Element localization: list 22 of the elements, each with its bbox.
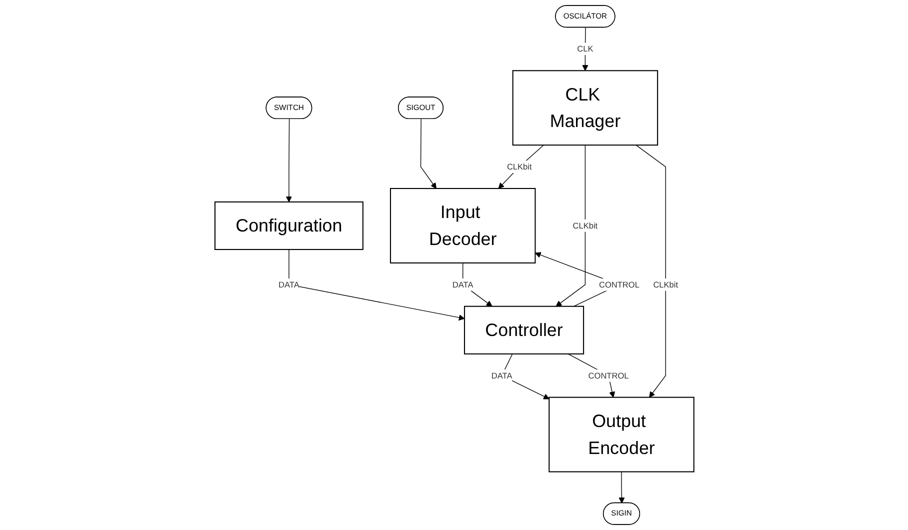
- node-box: Output Encoder: [548, 396, 694, 472]
- edge-label: CLKbit: [506, 162, 532, 172]
- edge-label: CONTROL: [598, 280, 639, 290]
- arrow: [462, 262, 492, 307]
- edge-label: DATA: [278, 280, 299, 290]
- edge-label: CONTROL: [588, 370, 628, 380]
- arrow: [288, 249, 464, 321]
- node-box: Input Decoder: [390, 188, 536, 264]
- edge-label: CLKbit: [652, 280, 678, 290]
- arrow: [286, 118, 292, 202]
- edge-label: CLKbit: [572, 220, 598, 231]
- arrow: [635, 144, 666, 398]
- arrow: [498, 144, 544, 189]
- arrow: [555, 144, 586, 307]
- arrow: [618, 471, 624, 504]
- edge-label: DATA: [452, 280, 473, 290]
- node-box: Configuration: [214, 201, 364, 250]
- arrow: [420, 118, 436, 189]
- edge-label: DATA: [490, 370, 512, 380]
- edge-label: CLK: [576, 44, 593, 54]
- node-box: CLK Manager: [512, 70, 658, 146]
- node-box: Controller: [464, 306, 584, 354]
